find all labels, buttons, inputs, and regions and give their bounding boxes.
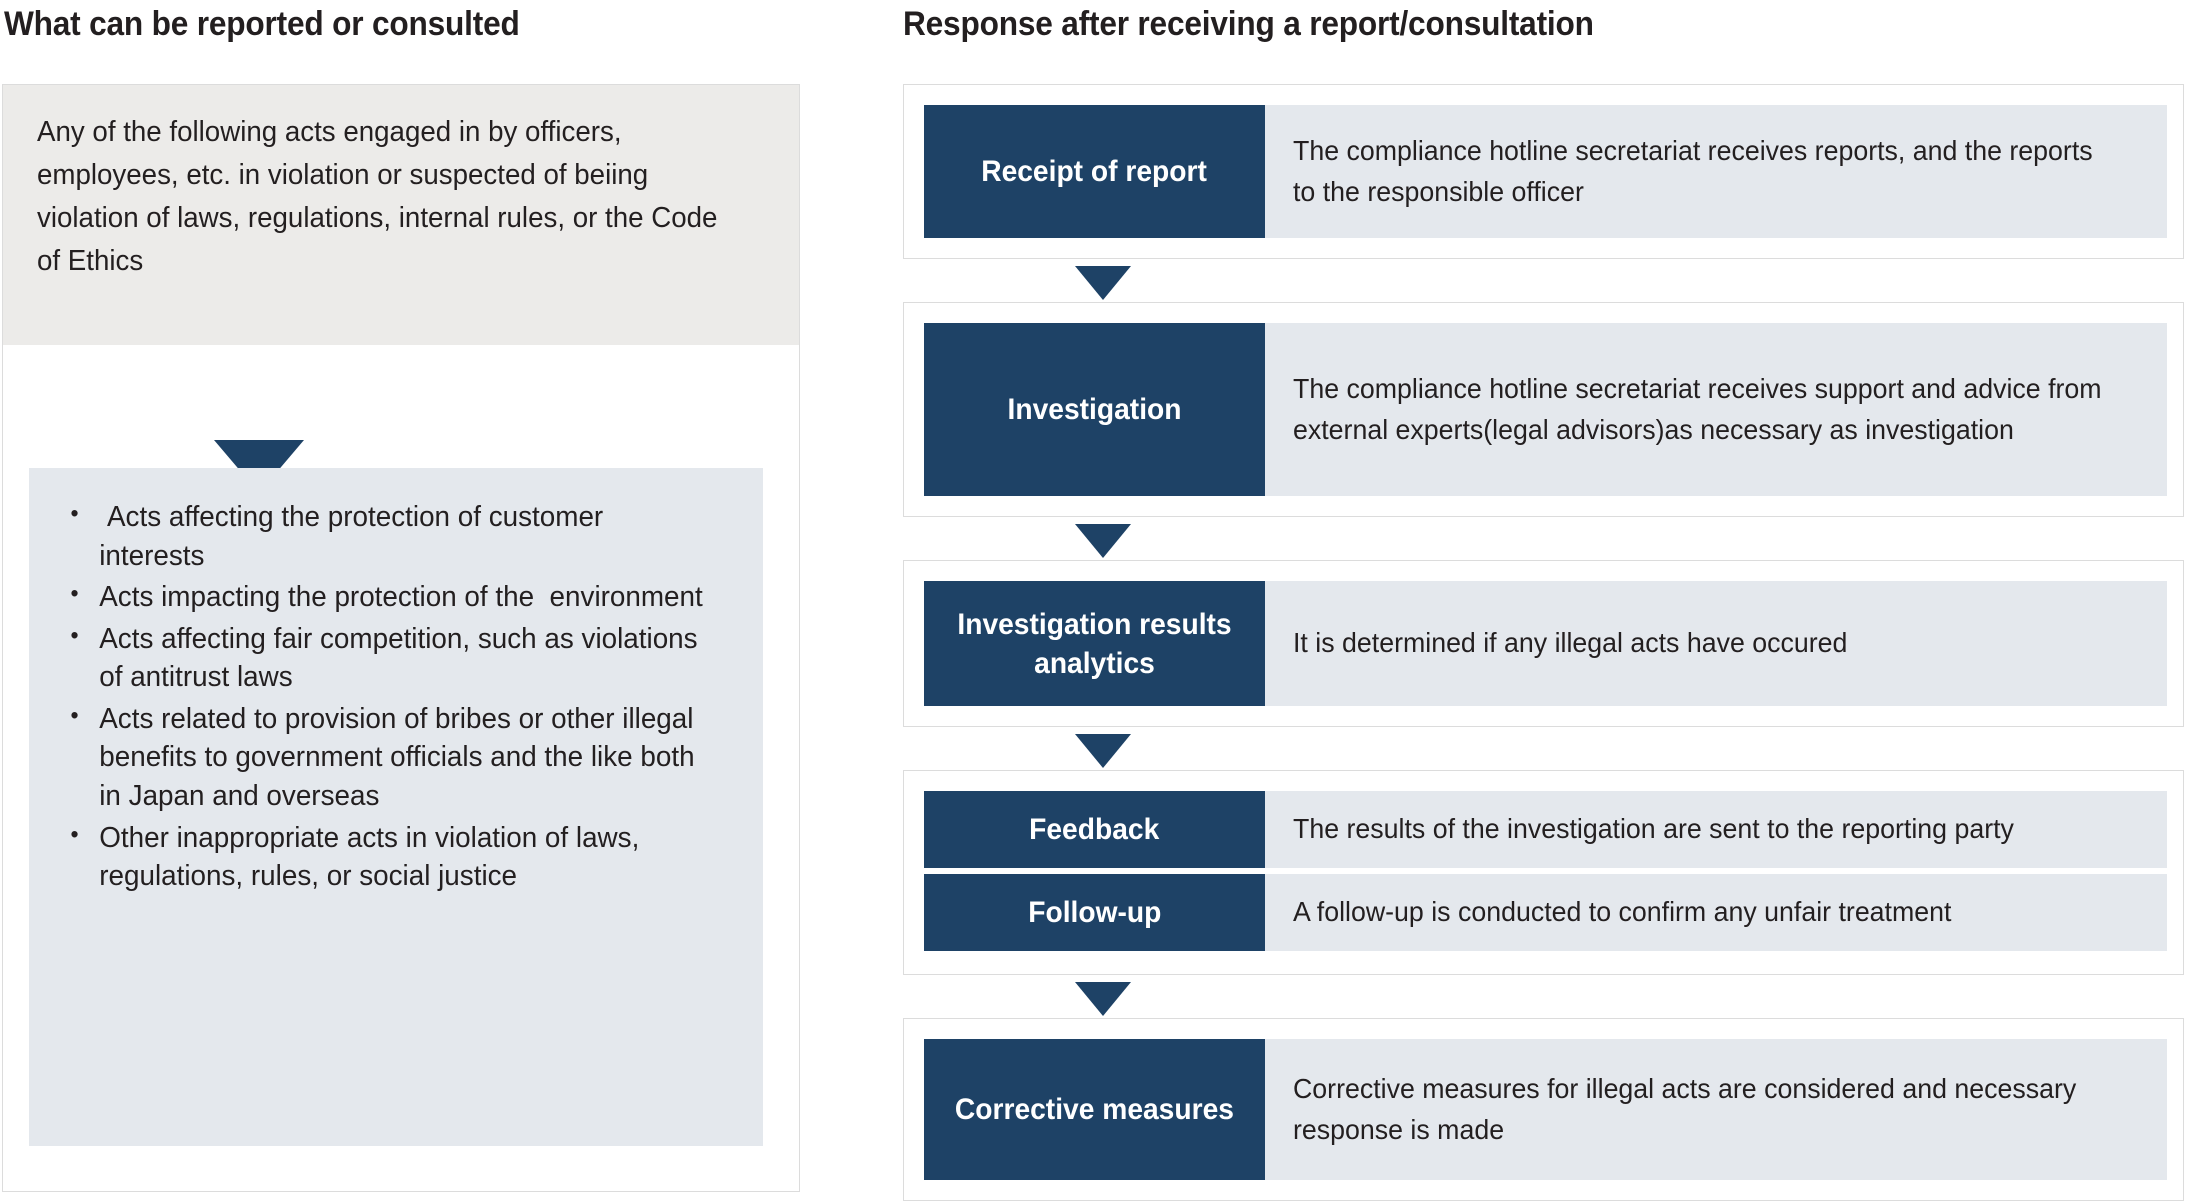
table-row: Feedback The results of the investigatio…: [924, 791, 2167, 868]
step-description-text: A follow-up is conducted to confirm any …: [1293, 896, 1952, 928]
list-item: Acts affecting fair competition, such as…: [57, 618, 708, 697]
step-description-receipt-of-report: The compliance hotline secretariat recei…: [1265, 105, 2167, 238]
down-triangle-icon: [1075, 266, 1131, 300]
flow-step-investigation: Investigation The compliance hotline sec…: [903, 302, 2184, 517]
step-description-text: The results of the investigation are sen…: [1293, 813, 2014, 845]
step-label-text: Receipt of report: [981, 155, 1208, 188]
step-label-text: Investigation results analytics: [957, 607, 1232, 680]
step-description-follow-up: A follow-up is conducted to confirm any …: [1265, 874, 2167, 951]
down-triangle-icon: [1075, 524, 1131, 558]
table-row: Corrective measures Corrective measures …: [924, 1039, 2167, 1180]
step-label-text: Feedback: [1029, 813, 1160, 846]
step-label-follow-up: Follow-up: [924, 874, 1265, 951]
scope-description-box: Any of the following acts engaged in by …: [3, 85, 799, 345]
table-row: Investigation The compliance hotline sec…: [924, 323, 2167, 496]
step-label-investigation-results-analytics: Investigation results analytics: [924, 581, 1265, 706]
reportable-scope-panel: Any of the following acts engaged in by …: [2, 84, 800, 1192]
step-label-text: Follow-up: [1027, 896, 1162, 929]
scope-description-text: Any of the following acts engaged in by …: [37, 116, 718, 277]
list-item: Other inappropriate acts in violation of…: [57, 816, 708, 896]
step-description-text: It is determined if any illegal acts hav…: [1293, 627, 1848, 659]
step-label-corrective-measures: Corrective measures: [924, 1039, 1265, 1180]
step-description-corrective-measures: Corrective measures for illegal acts are…: [1265, 1039, 2167, 1180]
flow-step-feedback-followup: Feedback The results of the investigatio…: [903, 770, 2184, 975]
table-row: Investigation results analytics It is de…: [924, 581, 2167, 706]
reportable-acts-list: Acts affecting the protection of custome…: [57, 496, 735, 896]
step-description-text: The compliance hotline secretariat recei…: [1293, 135, 2093, 207]
step-description-investigation-results-analytics: It is determined if any illegal acts hav…: [1265, 581, 2167, 706]
flow-step-corrective-measures: Corrective measures Corrective measures …: [903, 1018, 2184, 1201]
flow-step-receipt-of-report: Receipt of report The compliance hotline…: [903, 84, 2184, 259]
list-item: Acts impacting the protection of the env…: [57, 576, 708, 617]
step-description-investigation: The compliance hotline secretariat recei…: [1265, 323, 2167, 496]
down-triangle-icon: [1075, 734, 1131, 768]
response-flow-panel: Receipt of report The compliance hotline…: [903, 84, 2184, 1201]
step-label-text: Investigation: [1007, 393, 1182, 426]
step-description-text: Corrective measures for illegal acts are…: [1293, 1073, 2077, 1145]
list-item: Acts related to provision of bribes or o…: [57, 698, 708, 816]
step-label-investigation: Investigation: [924, 323, 1265, 496]
table-row: Follow-up A follow-up is conducted to co…: [924, 874, 2167, 951]
down-triangle-icon: [1075, 982, 1131, 1016]
step-label-receipt-of-report: Receipt of report: [924, 105, 1265, 238]
left-column-title: What can be reported or consulted: [4, 5, 520, 43]
step-label-feedback: Feedback: [924, 791, 1265, 868]
step-description-feedback: The results of the investigation are sen…: [1265, 791, 2167, 868]
flow-step-investigation-results-analytics: Investigation results analytics It is de…: [903, 560, 2184, 727]
reportable-acts-box: Acts affecting the protection of custome…: [29, 468, 763, 1146]
step-label-text: Corrective measures: [954, 1093, 1235, 1126]
list-item: Acts affecting the protection of custome…: [57, 496, 708, 575]
step-description-text: The compliance hotline secretariat recei…: [1293, 373, 2102, 445]
table-row: Receipt of report The compliance hotline…: [924, 105, 2167, 238]
right-column-title: Response after receiving a report/consul…: [903, 5, 1594, 43]
